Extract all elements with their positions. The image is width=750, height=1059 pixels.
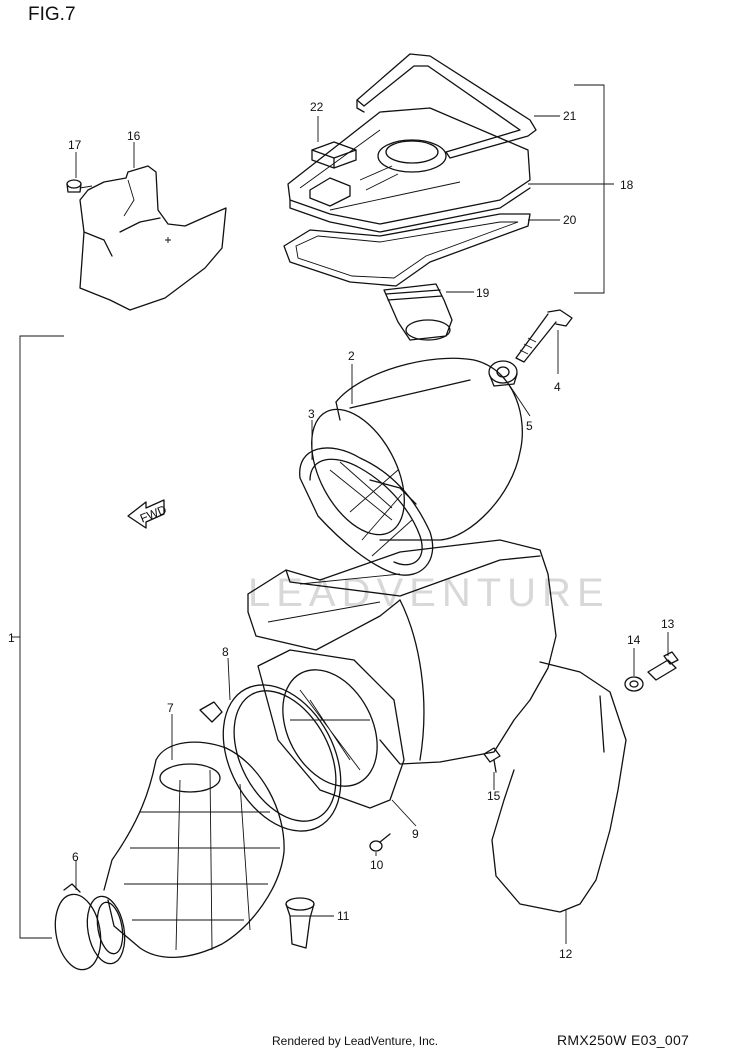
- part-20-gasket: [283, 213, 531, 287]
- callout-14: 14: [627, 633, 641, 647]
- callout-18: 18: [620, 178, 634, 192]
- watermark: LEADVENTURE: [248, 571, 610, 615]
- part-7-intake-tube: [103, 741, 285, 958]
- leader-lines: [75, 115, 669, 944]
- callout-21: 21: [563, 109, 577, 123]
- callout-13: 13: [661, 617, 675, 631]
- callout-9: 9: [412, 827, 419, 841]
- part-18-lid: [287, 107, 531, 233]
- callout-10: 10: [370, 858, 384, 872]
- callout-15: 15: [487, 789, 501, 803]
- callout-11: 11: [337, 909, 350, 923]
- part-11-drain-plug: [285, 897, 315, 949]
- bracket-1: [19, 335, 64, 939]
- callout-17: 17: [68, 138, 82, 152]
- rendered-by-credit: Rendered by LeadVenture, Inc.: [272, 1034, 439, 1048]
- fwd-arrow-icon: FWD: [127, 499, 169, 529]
- callout-6: 6: [72, 850, 79, 864]
- part-5-washer: [488, 360, 518, 387]
- part-17-screw: [66, 179, 93, 193]
- part-4-bolt: [515, 309, 573, 363]
- callout-16: 16: [127, 129, 141, 143]
- callout-4: 4: [554, 380, 561, 394]
- callout-1: 1: [8, 631, 15, 645]
- part-12-air-cleaner-case: [247, 539, 627, 913]
- part-14-collar: [624, 676, 644, 692]
- callout-19: 19: [476, 286, 490, 300]
- callout-5: 5: [526, 419, 533, 433]
- callout-8: 8: [222, 645, 229, 659]
- part-6-clamp: [54, 883, 126, 971]
- callout-12: 12: [559, 947, 573, 961]
- fwd-label: FWD: [138, 502, 169, 525]
- diagram-code: RMX250W E03_007: [557, 1032, 690, 1048]
- callout-2: 2: [348, 349, 355, 363]
- callout-20: 20: [563, 213, 577, 227]
- part-8-clamp-ring: [199, 684, 342, 832]
- part-9-intake-plate: [257, 649, 405, 809]
- part-10-screw: [369, 833, 391, 852]
- part-22-plug: [311, 141, 357, 169]
- part-3-filter-holder: [299, 447, 434, 576]
- part-21-cover-frame: [356, 53, 537, 159]
- part-16-bracket: [79, 165, 227, 311]
- callout-3: 3: [308, 407, 315, 421]
- part-15-screw: [483, 747, 501, 773]
- part-13-bolt: [647, 651, 679, 681]
- callout-7: 7: [167, 701, 174, 715]
- part-2-filter-element: [311, 357, 523, 541]
- bracket-18: [574, 84, 605, 294]
- callout-22: 22: [310, 100, 324, 114]
- figure-title: FIG.7: [28, 4, 76, 25]
- part-19-joint: [383, 283, 453, 341]
